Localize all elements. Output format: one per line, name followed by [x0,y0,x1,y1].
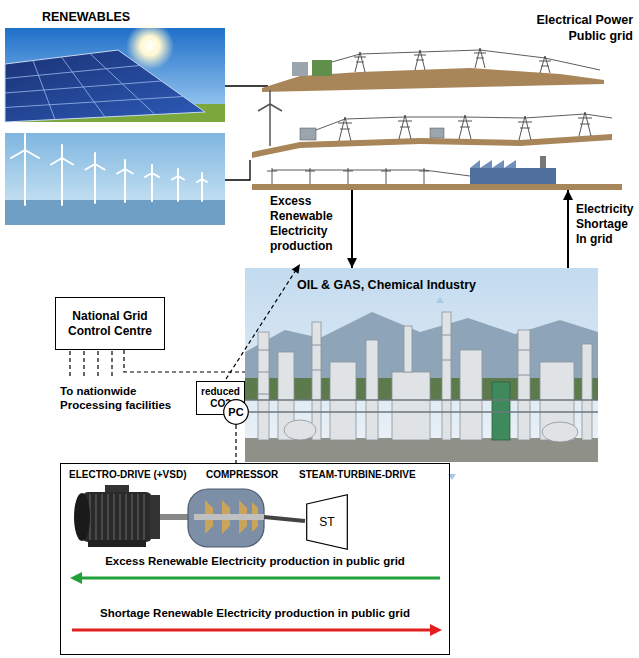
grid-illustration [258,90,282,146]
refinery-photo [258,335,530,394]
co2-leader-arrow [226,264,300,379]
co2-leader-arrow [292,264,300,274]
grid-area: Electrical Power Public grid [245,10,637,190]
motor-drawing [74,485,188,547]
grid-illustration [292,62,308,76]
grid-illustration [252,184,622,190]
motor-drawing [90,494,144,540]
wind-farm-photo [5,133,225,225]
pc-circle: PC [223,399,249,425]
refinery-photo [492,382,510,440]
arrow-head [347,258,357,268]
slide-marker [436,297,444,303]
control-centre-box: National Grid Control Centre [55,297,165,350]
motor-drawing [160,514,188,520]
grid-illustration [300,128,316,140]
grid-illustration [470,160,516,168]
edge-label: Excess Renewable Electricity production [270,194,346,254]
red-arrow [430,624,442,636]
grid-illustration [430,128,444,138]
box-text: National Grid Control Centre [61,309,159,339]
trapezoid-outline [307,495,348,550]
grid-illustration [252,48,622,190]
compressor-drawing [188,489,264,547]
section-heading: RENEWABLES [42,10,130,24]
refinery-photo [245,268,598,462]
refinery-photo [404,326,412,372]
motor-drawing [82,492,152,542]
refinery-photo [518,330,530,440]
refinery-photo [366,340,378,440]
green-arrow [80,577,440,580]
grid-illustration [312,60,332,76]
solar-photo [5,50,205,122]
part-heading: ELECTRO-DRIVE (+VSD) [69,469,187,480]
flow-arrow [567,190,569,268]
refinery-photo [442,312,451,440]
green-arrow [70,572,440,584]
grid-illustration [470,168,556,184]
solar-photo [5,54,183,120]
circle-text: PC [228,406,243,418]
red-arrow [72,624,442,636]
wind-farm-photo [11,134,207,205]
drive-train-box: ELECTRO-DRIVE (+VSD) COMPRESSOR STEAM-TURB… [60,463,450,655]
nationwide-dashed-lines [70,351,112,378]
flow-arrow [351,190,353,268]
part-heading: STEAM-TURBINE-DRIVE [299,469,416,480]
refinery-photo [284,420,316,440]
control-link [124,350,245,372]
grid-illustration [316,114,612,130]
circle-outline [224,400,249,425]
refinery-photo [258,332,269,440]
compressor-drawing [264,517,305,521]
wind-farm-photo [5,133,225,225]
red-arrow [72,629,432,632]
note-label: To nationwide Processing facilities [60,384,190,412]
industry-title: OIL & GAS, Chemical Industry [297,278,476,292]
steam-turbine-shape: ST [306,494,348,550]
control-link [235,425,236,463]
part-heading: COMPRESSOR [206,469,278,480]
industry-area: OIL & GAS, Chemical Industry [245,268,598,462]
refinery-photo [582,344,592,440]
edge-label: Electricity Shortage In grid [576,202,636,247]
nationwide-dashed-lines [70,351,112,378]
grid-illustration [332,50,600,70]
refinery-photo [460,350,482,440]
refinery-photo [258,312,592,442]
refinery-photo [245,268,598,462]
arrow-caption: Shortage Renewable Electricity productio… [61,607,449,619]
refinery-photo [245,438,598,462]
solar-photo [5,22,225,122]
compressor-drawing [188,489,305,547]
wind-farm-photo [5,200,225,225]
renewable-feed-lines [225,86,268,180]
motor-drawing [74,493,90,541]
green-arrow [70,572,82,584]
slide-marker [436,297,456,480]
motor-drawing [150,495,160,539]
refinery-photo [542,422,578,442]
solar-photo [5,28,225,122]
compressor-drawing [194,514,264,520]
co2-leader-arrow [226,270,296,379]
grid-illustration [272,170,470,176]
refinery-photo [312,322,321,440]
refinery-photo [245,400,598,412]
arrow-head [563,190,573,200]
renewable-feed-lines [225,86,268,180]
refinery-photo [330,362,356,440]
motor-drawing [88,540,146,547]
shape-text: ST [319,515,334,529]
grid-illustration [540,156,546,168]
refinery-photo [392,372,430,440]
arrow-caption: Excess Renewable Electricity production … [61,555,449,567]
grid-illustration [354,48,551,73]
grid-title: Electrical Power Public grid [515,12,633,44]
